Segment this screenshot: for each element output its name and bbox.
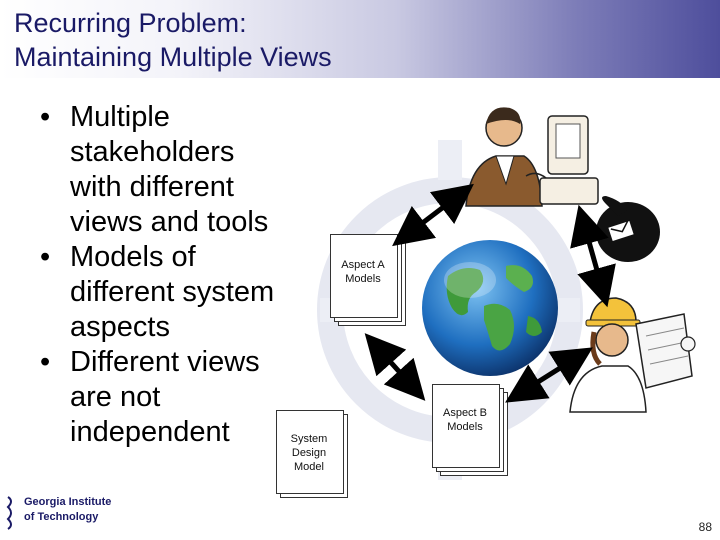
double-arrow-icon: [392, 183, 474, 247]
double-arrow-icon: [505, 347, 593, 403]
bullet-line: Models of: [70, 241, 196, 273]
title-bar: [0, 0, 720, 78]
bullet-marker: •: [40, 241, 51, 273]
title-line-1: Recurring Problem:: [14, 8, 247, 38]
slide-title: Recurring Problem: Maintaining Multiple …: [14, 6, 332, 74]
bullet-line: views and tools: [70, 206, 269, 238]
doc-label-line: Model: [294, 461, 324, 473]
logo-mark-icon: [6, 496, 12, 530]
system-design-label: System Design Model: [276, 432, 342, 474]
bullet-marker: •: [40, 101, 51, 133]
title-line-2: Maintaining Multiple Views: [14, 42, 332, 72]
bullet-line: Different views: [70, 346, 260, 378]
bullet-marker: •: [40, 346, 51, 378]
businessman-at-computer-icon: [465, 107, 599, 207]
double-arrow-icon: [364, 333, 426, 401]
globe-icon: [422, 240, 558, 376]
doc-label-line: Models: [345, 273, 381, 285]
bullet-item: • Models of different system aspects: [30, 240, 320, 345]
bullet-line: with different: [70, 171, 234, 203]
bullet-line: different system: [70, 276, 275, 308]
georgia-tech-logo: Georgia Institute of Technology: [6, 495, 118, 533]
bullet-line: aspects: [70, 311, 170, 343]
bullet-list: • Multiple stakeholders with different v…: [30, 100, 320, 450]
document-sheet-front: [330, 234, 398, 318]
bullet-line: stakeholders: [70, 136, 235, 168]
bullet-item: • Multiple stakeholders with different v…: [30, 100, 320, 240]
doc-label-line: Models: [447, 421, 483, 433]
bullet-line: independent: [70, 416, 230, 448]
double-arrow-icon: [570, 204, 616, 308]
doc-label-line: Design: [291, 447, 327, 459]
aspect-a-label: Aspect A Models: [330, 258, 396, 286]
bullet-line: are not: [70, 381, 161, 413]
doc-label-line: Aspect A: [341, 259, 385, 271]
document-sheet-front: [276, 410, 344, 494]
logo-text: Georgia Institute of Technology: [24, 495, 111, 525]
bullet-line: Multiple: [70, 101, 170, 133]
page-number: 88: [698, 520, 712, 534]
aspect-b-label: Aspect B Models: [432, 406, 498, 434]
bullet-item: • Different views are not independent: [30, 345, 320, 450]
doc-label-line: Aspect B: [442, 407, 488, 419]
doc-label-line: System: [290, 433, 328, 445]
logo-line-1: Georgia Institute: [24, 496, 112, 508]
document-sheet-front: [432, 384, 500, 468]
logo-line-2: of Technology: [24, 511, 99, 523]
